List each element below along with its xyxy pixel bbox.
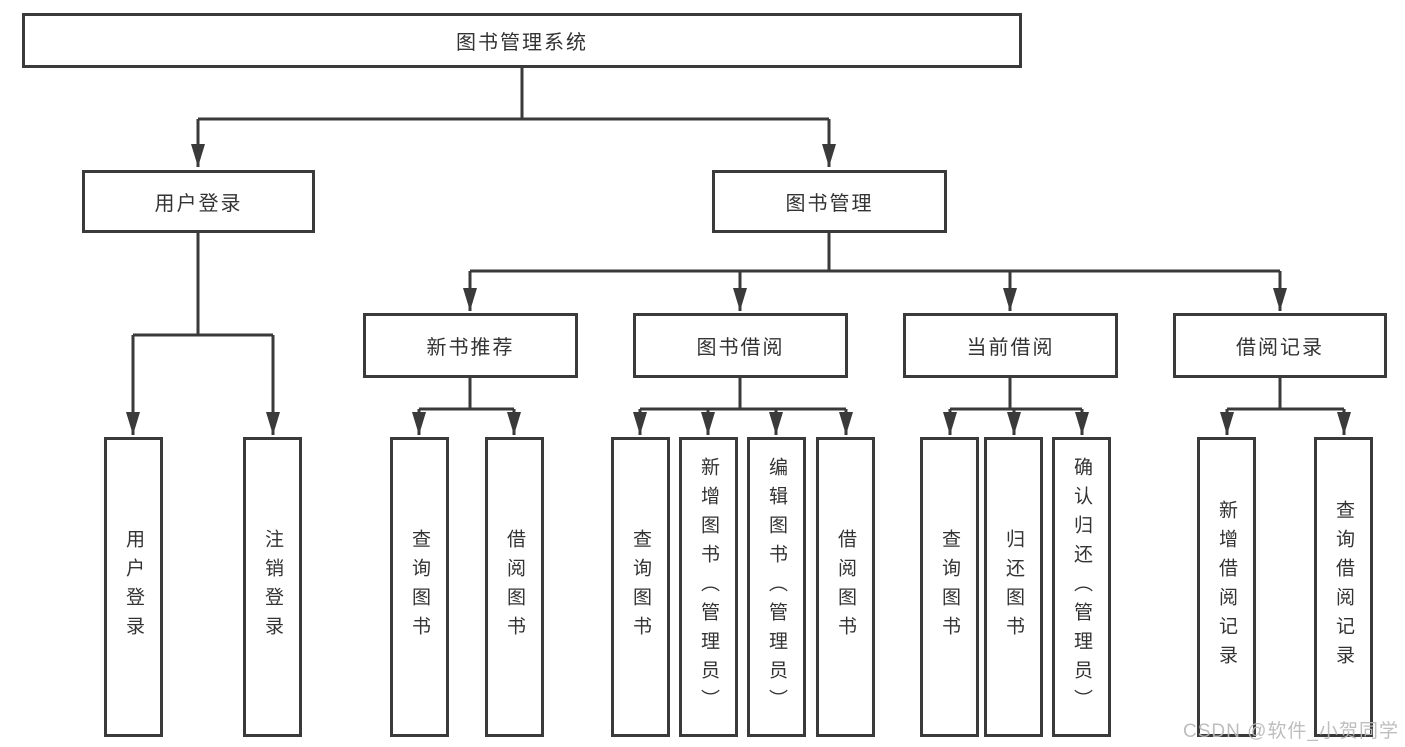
- node-book-borrow: 图书借阅: [633, 313, 848, 378]
- leaf-label: 查询图书: [409, 529, 430, 645]
- node-label: 图书管理: [785, 193, 874, 215]
- leaf-edit-books-admin: 编辑图书（管理员）: [747, 437, 806, 737]
- leaf-label: 借阅图书: [835, 529, 856, 645]
- leaf-add-borrow-record: 新增借阅记录: [1197, 437, 1256, 737]
- leaf-label: 编辑图书（管理员）: [766, 456, 787, 718]
- leaf-add-books-admin: 新增图书（管理员）: [679, 437, 738, 737]
- leaf-label: 新增图书（管理员）: [698, 456, 719, 718]
- node-label: 图书借阅: [696, 337, 785, 359]
- node-label: 用户登录: [154, 193, 243, 215]
- leaf-query-books-recommend: 查询图书: [390, 437, 449, 737]
- leaf-logout: 注销登录: [243, 437, 302, 737]
- leaf-label: 新增借阅记录: [1216, 500, 1237, 674]
- node-current-borrow: 当前借阅: [903, 313, 1118, 378]
- leaf-user-login: 用户登录: [104, 437, 163, 737]
- leaf-label: 注销登录: [262, 529, 283, 645]
- node-user-login: 用户登录: [82, 170, 315, 233]
- node-label: 借阅记录: [1236, 337, 1324, 359]
- leaf-label: 归还图书: [1003, 529, 1024, 645]
- leaf-label: 查询图书: [939, 529, 960, 645]
- node-book-management: 图书管理: [712, 170, 947, 233]
- leaf-query-books-current: 查询图书: [920, 437, 979, 737]
- node-borrow-records: 借阅记录: [1173, 313, 1387, 378]
- node-label: 新书推荐: [426, 337, 515, 359]
- leaf-label: 用户登录: [123, 529, 144, 645]
- leaf-query-borrow-record: 查询借阅记录: [1314, 437, 1373, 737]
- leaf-borrow-books-recommend: 借阅图书: [485, 437, 544, 737]
- leaf-return-books: 归还图书: [984, 437, 1043, 737]
- leaf-query-books-borrow: 查询图书: [611, 437, 670, 737]
- node-system-root: 图书管理系统: [22, 13, 1022, 68]
- leaf-label: 查询借阅记录: [1333, 500, 1354, 674]
- node-new-book-recommend: 新书推荐: [363, 313, 578, 378]
- leaf-borrow-books: 借阅图书: [816, 437, 875, 737]
- leaf-label: 确认归还（管理员）: [1071, 456, 1092, 718]
- node-label: 图书管理系统: [456, 32, 588, 54]
- node-label: 当前借阅: [966, 337, 1055, 359]
- leaf-label: 查询图书: [630, 529, 651, 645]
- leaf-label: 借阅图书: [504, 529, 525, 645]
- leaf-confirm-return-admin: 确认归还（管理员）: [1052, 437, 1111, 737]
- csdn-watermark: CSDN @软件_小贺同学: [1183, 721, 1399, 742]
